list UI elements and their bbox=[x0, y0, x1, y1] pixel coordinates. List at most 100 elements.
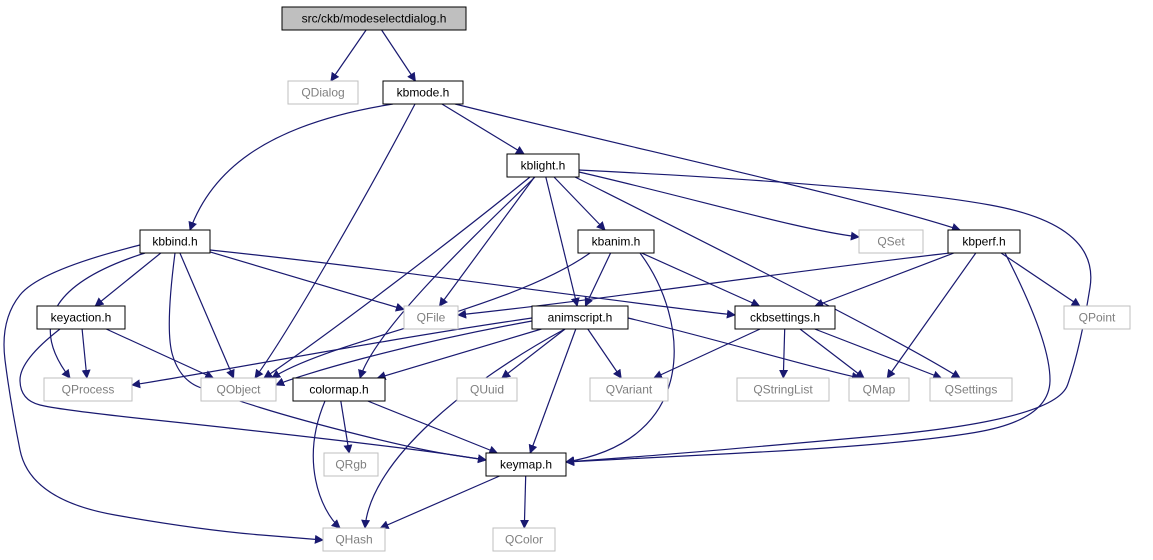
node-box-QRgb bbox=[323, 452, 379, 477]
node-box-kbanim bbox=[577, 229, 655, 254]
node-modeselectdialog[interactable]: src/ckb/modeselectdialog.h bbox=[281, 6, 467, 31]
edge-ckbsettings-to-QSettings bbox=[814, 328, 943, 380]
node-label-QUuid: QUuid bbox=[470, 383, 504, 397]
node-label-QHash: QHash bbox=[335, 533, 372, 547]
node-QUuid: QUuid bbox=[456, 377, 518, 402]
node-kbanim[interactable]: kbanim.h bbox=[577, 229, 655, 254]
node-box-QColor bbox=[492, 527, 556, 552]
edge-kblight-to-QObject bbox=[263, 176, 531, 379]
node-kbmode[interactable]: kbmode.h bbox=[382, 80, 464, 105]
edge-kbbind-to-QObject bbox=[179, 252, 235, 379]
node-box-QUuid bbox=[456, 377, 518, 402]
edge-ckbsettings-to-QMap bbox=[799, 328, 865, 379]
edges-layer bbox=[3, 29, 1092, 544]
edge-kblight-to-kbanim bbox=[553, 176, 606, 231]
node-keyaction[interactable]: keyaction.h bbox=[36, 305, 126, 330]
edge-kbbind-to-keyaction bbox=[94, 252, 162, 307]
node-label-keymap: keymap.h bbox=[500, 458, 552, 472]
node-label-QObject: QObject bbox=[216, 383, 261, 397]
node-label-ckbsettings: ckbsettings.h bbox=[750, 311, 820, 325]
node-box-QHash bbox=[322, 527, 386, 552]
node-box-modeselectdialog bbox=[281, 6, 467, 31]
edge-colormap-to-QHash bbox=[312, 400, 341, 529]
node-label-colormap: colormap.h bbox=[309, 383, 368, 397]
node-QObject: QObject bbox=[200, 377, 277, 402]
node-QColor: QColor bbox=[492, 527, 556, 552]
node-box-QStringList bbox=[736, 377, 830, 402]
edge-kbmode-to-QObject bbox=[254, 103, 416, 379]
node-label-keyaction: keyaction.h bbox=[51, 311, 112, 325]
node-label-kblight: kblight.h bbox=[521, 159, 566, 173]
node-kblight[interactable]: kblight.h bbox=[506, 153, 580, 178]
node-box-kbperf bbox=[947, 229, 1021, 254]
node-box-animscript bbox=[531, 305, 629, 330]
edge-kblight-to-colormap bbox=[358, 176, 536, 379]
node-QProcess: QProcess bbox=[43, 377, 133, 402]
node-label-QSet: QSet bbox=[877, 235, 905, 249]
node-kbperf[interactable]: kbperf.h bbox=[947, 229, 1021, 254]
node-QMap: QMap bbox=[848, 377, 910, 402]
node-label-modeselectdialog: src/ckb/modeselectdialog.h bbox=[302, 12, 447, 26]
node-ckbsettings[interactable]: ckbsettings.h bbox=[734, 305, 836, 330]
edge-kbbind-to-ckbsettings bbox=[209, 249, 736, 319]
node-QPoint: QPoint bbox=[1063, 305, 1131, 330]
edge-keyaction-to-QObject bbox=[105, 328, 215, 379]
edge-kblight-to-animscript bbox=[545, 176, 580, 307]
edge-animscript-to-QMap bbox=[627, 317, 861, 381]
node-kbbind[interactable]: kbbind.h bbox=[139, 229, 211, 254]
node-label-QColor: QColor bbox=[505, 533, 543, 547]
node-box-QFile bbox=[403, 305, 459, 330]
node-label-QMap: QMap bbox=[863, 383, 896, 397]
edge-animscript-to-QProcess bbox=[131, 317, 533, 389]
node-box-colormap bbox=[292, 377, 386, 402]
node-box-QDialog bbox=[287, 80, 359, 105]
node-animscript[interactable]: animscript.h bbox=[531, 305, 629, 330]
node-box-kbbind bbox=[139, 229, 211, 254]
node-box-keymap bbox=[485, 452, 567, 477]
edge-colormap-to-QRgb bbox=[340, 400, 353, 454]
edge-animscript-to-QObject bbox=[275, 320, 533, 387]
node-label-kbperf: kbperf.h bbox=[962, 235, 1005, 249]
node-label-QPoint: QPoint bbox=[1079, 311, 1116, 325]
edge-modeselectdialog-to-kbmode bbox=[381, 29, 416, 82]
node-QSettings: QSettings bbox=[929, 377, 1013, 402]
edge-animscript-to-QHash bbox=[361, 328, 566, 529]
node-label-QDialog: QDialog bbox=[301, 86, 344, 100]
node-label-animscript: animscript.h bbox=[548, 311, 613, 325]
node-QSet: QSet bbox=[858, 229, 924, 254]
edge-animscript-to-QVariant bbox=[587, 328, 622, 379]
edge-ckbsettings-to-QVariant bbox=[653, 328, 761, 379]
edge-ckbsettings-to-QStringList bbox=[779, 328, 789, 379]
edge-kblight-to-QFile bbox=[438, 176, 535, 307]
node-label-QVariant: QVariant bbox=[606, 383, 653, 397]
node-box-keyaction bbox=[36, 305, 126, 330]
node-box-QSet bbox=[858, 229, 924, 254]
node-colormap[interactable]: colormap.h bbox=[292, 377, 386, 402]
node-label-QFile: QFile bbox=[417, 311, 446, 325]
node-box-QPoint bbox=[1063, 305, 1131, 330]
node-box-ckbsettings bbox=[734, 305, 836, 330]
node-label-QStringList: QStringList bbox=[753, 383, 813, 397]
edge-kbmode-to-kblight bbox=[441, 103, 525, 155]
node-keymap[interactable]: keymap.h bbox=[485, 452, 567, 477]
edge-kbanim-to-ckbsettings bbox=[641, 252, 761, 307]
node-QHash: QHash bbox=[322, 527, 386, 552]
edge-kbbind-to-QFile bbox=[209, 251, 405, 312]
edge-modeselectdialog-to-QDialog bbox=[330, 29, 367, 82]
node-box-QMap bbox=[848, 377, 910, 402]
node-box-QProcess bbox=[43, 377, 133, 402]
node-label-kbanim: kbanim.h bbox=[592, 235, 641, 249]
edge-kbperf-to-QPoint bbox=[1000, 252, 1081, 307]
edge-kbbind-to-QProcess bbox=[49, 252, 146, 379]
edge-keymap-to-QHash bbox=[379, 475, 500, 529]
edge-animscript-to-colormap bbox=[376, 328, 542, 380]
edge-kbmode-to-kbperf bbox=[454, 103, 961, 232]
node-box-QObject bbox=[200, 377, 277, 402]
node-label-QRgb: QRgb bbox=[335, 458, 367, 472]
node-label-kbbind: kbbind.h bbox=[152, 235, 197, 249]
node-label-kbmode: kbmode.h bbox=[397, 86, 450, 100]
edge-keyaction-to-keymap bbox=[19, 328, 487, 464]
edge-kbperf-to-QFile bbox=[457, 252, 951, 319]
edge-kbanim-to-keymap bbox=[565, 252, 675, 466]
